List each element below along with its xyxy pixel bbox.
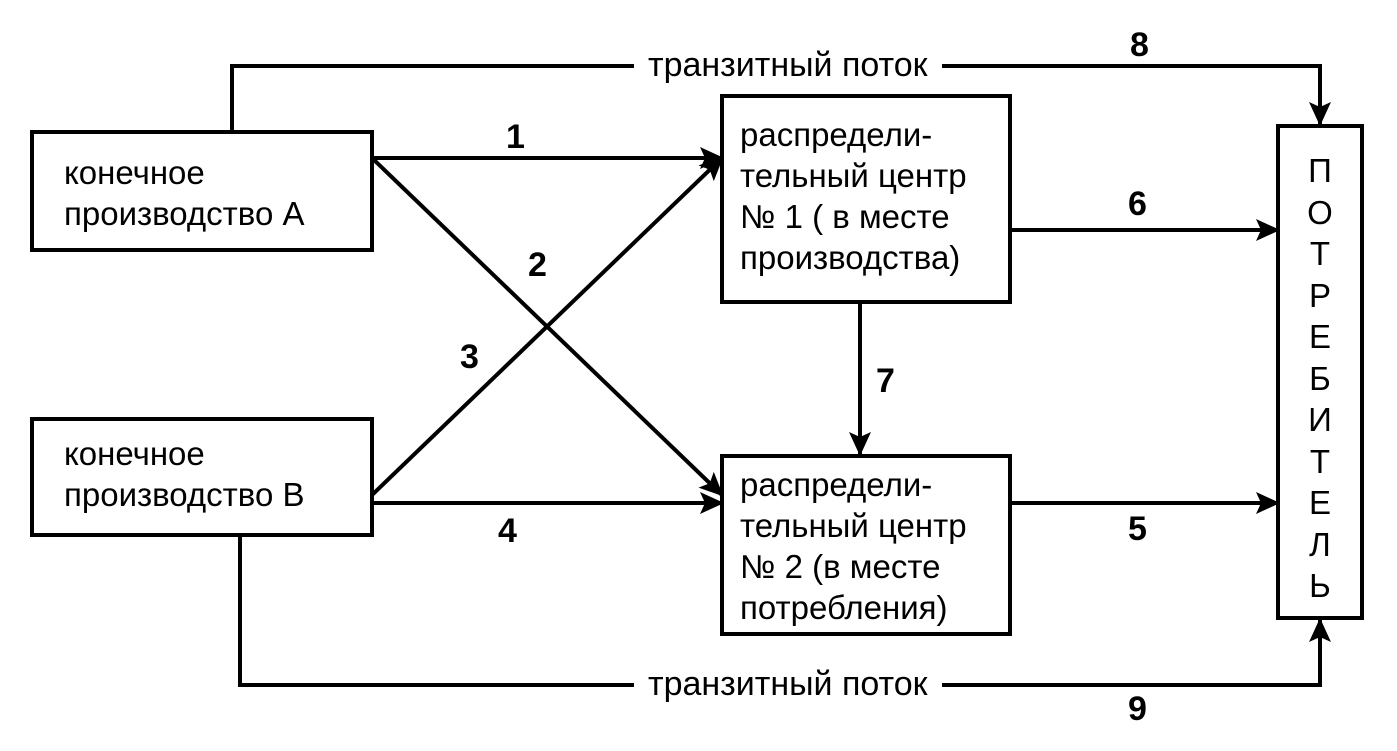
consumer-letter: Т — [1309, 442, 1331, 480]
arrow-number-5: 5 — [1128, 510, 1147, 548]
arrow-3 — [370, 156, 724, 497]
arrow-number-4: 4 — [498, 512, 517, 550]
consumer-letter: Е — [1308, 484, 1331, 521]
arrow-number-6: 6 — [1128, 185, 1147, 223]
production-a-box: конечное производство А — [30, 130, 374, 252]
arrow-number-2: 2 — [528, 246, 547, 284]
center-1-label: распредели- тельный центр № 1 ( в месте … — [740, 116, 967, 276]
arrow-number-8: 8 — [1130, 26, 1149, 64]
arrow-number-7: 7 — [876, 362, 895, 400]
consumer-letter: П — [1308, 152, 1332, 189]
arrow-number-3: 3 — [460, 338, 479, 376]
center-2-box: распредели- тельный центр № 2 (в месте п… — [720, 454, 1012, 636]
consumer-letter: Т — [1309, 235, 1331, 272]
consumer-letter: Р — [1308, 276, 1331, 314]
consumer-letter: О — [1307, 193, 1333, 231]
arrow-number-9: 9 — [1128, 690, 1147, 728]
production-b-label: конечное производство В — [64, 435, 305, 513]
center-2-label: распредели- тельный центр № 2 (в месте п… — [740, 466, 967, 626]
center-1-box: распредели- тельный центр № 1 ( в месте … — [720, 94, 1012, 304]
consumer-letter: Л — [1309, 525, 1331, 563]
arrow-number-1: 1 — [506, 118, 525, 156]
consumer-letter: И — [1308, 401, 1332, 438]
transit-bottom-label: транзитный поток — [634, 667, 942, 701]
transit-top-label: транзитный поток — [634, 48, 942, 82]
consumer-letter: Б — [1309, 359, 1331, 397]
consumer-letter: Ь — [1309, 567, 1331, 604]
consumer-letter: Е — [1308, 318, 1331, 355]
production-a-label: конечное производство А — [64, 154, 305, 232]
production-b-box: конечное производство В — [30, 417, 374, 537]
